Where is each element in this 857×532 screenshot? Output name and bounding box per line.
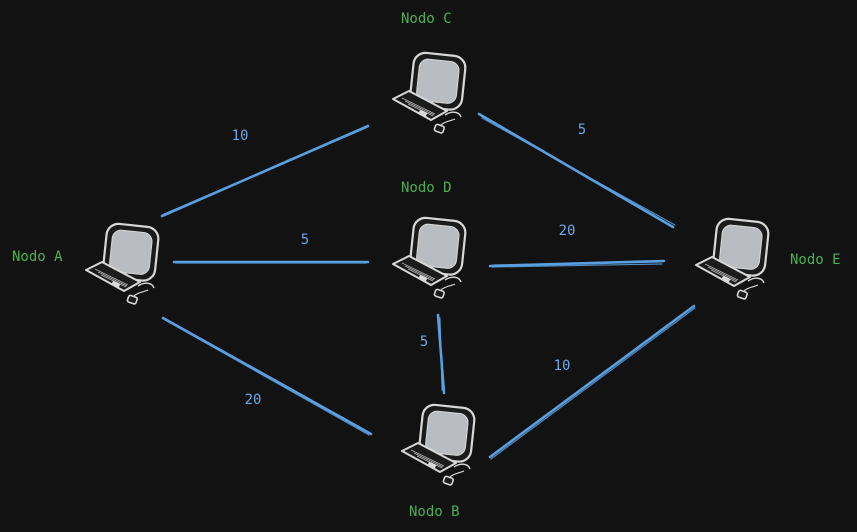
edge-weight-label: 5	[301, 232, 309, 248]
desktop-computer-icon	[695, 217, 770, 300]
edges: 10 5 20 5 20 5 10	[160, 112, 696, 460]
edge-weight-label: 20	[245, 392, 262, 408]
edge-weight-label: 10	[232, 128, 249, 144]
edge-a-b: 20	[161, 316, 373, 436]
node-b: Nodo B	[401, 403, 476, 520]
edge-stroke	[164, 319, 370, 436]
desktop-computer-icon	[392, 216, 467, 299]
desktop-computer-icon	[85, 222, 160, 305]
edge-d-e: 20	[488, 223, 666, 268]
edge-d-b: 5	[420, 313, 446, 395]
edge-a-d: 5	[172, 232, 370, 264]
edge-weight-label: 20	[559, 223, 576, 239]
nodes: Nodo A Nodo B Nodo C Nodo D Nodo E	[12, 11, 841, 520]
edge-stroke	[439, 317, 443, 391]
edge-weight-label: 5	[420, 334, 428, 350]
edge-stroke	[490, 307, 696, 460]
edge-stroke	[491, 263, 663, 268]
node-label: Nodo E	[790, 252, 841, 268]
edge-weight-label: 5	[578, 122, 586, 138]
edge-stroke	[488, 304, 696, 459]
node-label: Nodo D	[401, 180, 452, 196]
edge-a-c: 10	[160, 124, 370, 218]
node-label: Nodo B	[409, 504, 460, 520]
desktop-computer-icon	[401, 403, 476, 486]
node-d: Nodo D	[392, 180, 467, 299]
edge-stroke	[163, 127, 367, 215]
node-c: Nodo C	[392, 11, 467, 134]
node-label: Nodo A	[12, 249, 63, 265]
node-e: Nodo E	[695, 217, 841, 300]
edge-stroke	[493, 261, 661, 266]
edge-stroke	[161, 316, 373, 436]
edge-stroke	[481, 117, 676, 226]
edge-b-e: 10	[488, 304, 696, 460]
node-label: Nodo C	[401, 11, 452, 27]
edge-c-e: 5	[477, 112, 676, 229]
edge-weight-label: 10	[554, 358, 571, 374]
node-a: Nodo A	[12, 222, 160, 305]
desktop-computer-icon	[392, 51, 467, 134]
